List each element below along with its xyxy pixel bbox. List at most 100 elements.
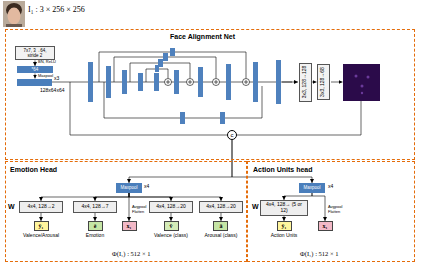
wire [331,82,343,83]
heatmap-output [355,75,358,78]
hourglass-layer [198,67,203,97]
connector-arrow [95,193,129,201]
output-symbol: ê [88,221,103,231]
conv-layer-box: 4x4, 128→20 [199,201,243,213]
hourglass-layer [138,73,143,91]
box-label: 4x4, 128→2 [28,204,55,210]
feature-box: x₁ [318,221,333,231]
output-caption: Valence (class) [154,233,188,239]
feature-size: Φ(I₁) : 512 × 1 [112,250,150,257]
output-symbol: x₁ [122,221,137,231]
hourglass-layer [88,62,93,102]
connector-arrow [220,213,221,221]
tensor-size: 128x64x64 [40,88,64,94]
box-label: *64 [32,67,39,72]
box-label: 4x4, 128→20 [206,204,236,210]
box-label: 4x4, 128→20 [156,204,186,210]
hourglass-layer [122,70,127,94]
maxpool-box: Maxpool [299,183,325,193]
sum-symbol [165,79,250,86]
heatmap-output [343,64,380,101]
conv-layer-box: 4x4, 128→2 [19,201,63,213]
hourglass-layer [220,112,225,124]
output-box: âArousal (class) [204,221,237,239]
hourglass-layer [163,53,168,61]
hourglass-layer [180,112,185,124]
head-region: Maxpool 4x4, 128→2 4x4, 128→7 x₁ 4x4, 128→20… [5,161,247,262]
conv-layer-box: 4x4, 128→ (5 or 12) [260,200,308,216]
heatmap-output [361,92,363,94]
repeat-count: x3 [54,76,59,82]
sum-symbol [166,80,248,84]
stem-layer [17,79,52,86]
wire [237,101,361,135]
output-symbol: â [213,221,228,231]
output-symbol: ŷ₁ [277,221,292,231]
connector-arrow [232,140,312,183]
wire [282,82,298,83]
box-label: 3x3, 128→68 [320,67,326,97]
output-symbol: x₁ [318,221,333,231]
output-caption: Valence/Arousal [23,233,59,239]
region-title: Action Units head [253,166,313,174]
box-label: Maxpool [303,185,320,190]
connector-arrow [171,213,172,221]
box-label: 4x4, 128→7 [82,204,109,210]
wire [70,82,227,135]
connector-arrow [41,213,42,221]
output-box: v̂ Valence (class) [154,221,188,239]
weight-label: W [252,203,259,211]
conv-layer-box: 7x7, 3→64, stride 2 [15,46,55,60]
connector-arrow [129,193,221,201]
face-photo [8,8,21,25]
wire [99,52,246,82]
concat-circle: c [227,130,237,140]
face-photo [3,1,25,27]
input-label: I₁ : 3 × 256 × 256 [28,5,85,14]
connector-arrow [129,140,232,183]
box-label: 3x3, 128→128 [302,66,308,99]
region-title: Emotion Head [10,166,57,174]
connector-arrow [95,213,96,221]
hourglass-layer [276,60,281,104]
layer-note: Maxpool [38,74,53,79]
connector-arrow [312,193,325,221]
conv-layer-box: 4x4, 128→7 [73,201,117,213]
heatmap-output [367,76,370,79]
heatmap-output [361,85,364,88]
face-photo [3,1,25,27]
connector-arrow [284,193,312,200]
layer-note: Avgpool Flatten [328,205,343,214]
heatmap-output [343,64,380,101]
output-box: êEmotion [86,221,104,239]
output-caption: Action Units [271,233,298,239]
stem-layer [35,74,36,79]
box-label: 7x7, 3→64, stride 2 [18,48,52,58]
maxpool-box: Maxpool [116,183,142,193]
repeat-count: x4 [144,184,149,190]
output-symbol: v̂ [164,221,179,231]
conv-layer-box: 4x4, 128→20 [149,201,193,213]
hourglass-layer [154,73,159,91]
box-label: c [231,132,234,139]
output-box: ŷ₁ Action Units [271,221,298,239]
weight-label: W [8,203,15,211]
output-caption: Arousal (class) [204,233,237,239]
output-caption: Emotion [86,233,104,239]
hourglass-layer [88,48,281,124]
repeat-count: x4 [328,184,333,190]
layer-note: BN, ReLU [38,60,56,65]
hourglass-layer [253,62,258,102]
hourglass-layer [106,66,111,98]
output-symbol: ŷ₁ [34,221,49,231]
feature-box: x₁ [122,221,137,231]
box-label: 4x4, 128→ (5 or 12) [263,202,305,214]
hourglass-layer [226,64,231,100]
face-photo [6,24,22,27]
conv-layer-box: 3x3, 128→128 [299,63,312,102]
connector-arrow [41,193,129,201]
conv-layer-box: 3x3, 128→68 [317,64,330,100]
hourglass-layer [155,65,159,72]
region-title: Face Alignment Net [170,33,235,41]
